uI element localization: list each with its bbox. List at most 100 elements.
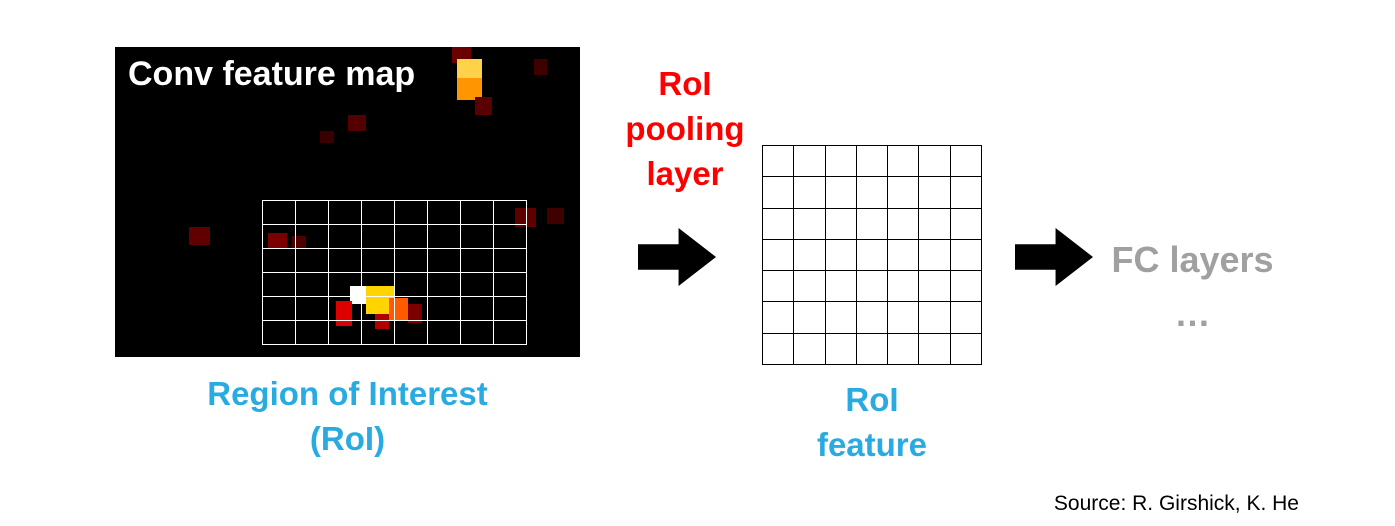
grid-cell <box>492 224 526 249</box>
grid-cell <box>459 200 493 225</box>
grid-cell <box>426 296 460 321</box>
grid-cell <box>887 301 919 333</box>
grid-cell <box>762 238 794 271</box>
grid-cell <box>918 238 950 271</box>
heatmap-spot <box>452 47 471 63</box>
grid-cell <box>426 248 460 273</box>
grid-cell <box>887 332 919 364</box>
heatmap-spot <box>407 304 422 323</box>
grid-cell <box>393 296 427 321</box>
grid-cell <box>793 145 825 177</box>
roi-feature-grid <box>762 145 982 365</box>
grid-cell <box>393 272 427 297</box>
conv-feature-map: Conv feature map <box>115 47 580 357</box>
grid-cell <box>824 207 856 239</box>
grid-cell <box>360 296 394 321</box>
arrow-right-icon <box>1015 228 1093 286</box>
conv-feature-map-title: Conv feature map <box>128 55 416 93</box>
grid-cell <box>918 176 950 208</box>
heatmap-spot <box>349 285 367 305</box>
roi-pooling-label-line2: pooling <box>625 109 745 147</box>
heatmap-spot <box>268 233 288 249</box>
grid-cell <box>949 176 981 208</box>
heatmap-spot <box>533 59 548 75</box>
grid-cell <box>762 176 794 208</box>
roi-pooling-label-line3: layer <box>646 154 724 192</box>
heatmap-spot <box>547 208 564 224</box>
grid-cell <box>824 332 856 364</box>
grid-cell <box>360 224 394 249</box>
grid-cell <box>459 272 493 297</box>
heatmap-spot <box>189 226 211 246</box>
heatmap-spot <box>347 115 367 131</box>
grid-cell <box>887 145 919 177</box>
roi-caption-line2: (RoI) <box>309 419 386 457</box>
roi-feature-caption-line1: RoI <box>845 381 899 418</box>
ellipsis-text: … <box>1174 293 1211 334</box>
heatmap-spot <box>319 130 334 144</box>
source-credit: Source: R. Girshick, K. He <box>1053 492 1299 515</box>
grid-cell <box>327 224 361 249</box>
grid-cell <box>426 200 460 225</box>
heatmap-spot <box>456 59 483 82</box>
grid-cell <box>824 238 856 271</box>
grid-cell <box>327 248 361 273</box>
grid-cell <box>492 320 526 345</box>
grid-cell <box>360 320 394 345</box>
roi-pooling-label: RoI pooling layer <box>595 62 775 197</box>
grid-cell <box>294 296 328 321</box>
grid-cell <box>360 248 394 273</box>
grid-cell <box>793 176 825 208</box>
grid-cell <box>261 272 295 297</box>
grid-cell <box>426 224 460 249</box>
grid-cell <box>824 270 856 302</box>
grid-cell <box>855 332 888 364</box>
grid-cell <box>918 145 950 177</box>
grid-cell <box>793 301 825 333</box>
grid-cell <box>360 200 394 225</box>
grid-cell <box>887 270 919 302</box>
heatmap-spot <box>335 301 353 326</box>
grid-cell <box>294 272 328 297</box>
fc-layers-label: FC layers … <box>1095 233 1290 341</box>
grid-cell <box>949 301 981 333</box>
grid-cell <box>261 248 295 273</box>
grid-cell <box>393 320 427 345</box>
grid-cell <box>762 301 794 333</box>
grid-cell <box>949 145 981 177</box>
heatmap-spot <box>456 78 483 100</box>
grid-cell <box>459 248 493 273</box>
grid-cell <box>855 176 888 208</box>
grid-cell <box>492 272 526 297</box>
grid-cell <box>793 238 825 271</box>
heatmap-spot <box>375 313 390 330</box>
grid-cell <box>887 207 919 239</box>
grid-cell <box>762 270 794 302</box>
grid-cell <box>492 248 526 273</box>
grid-cell <box>762 145 794 177</box>
grid-cell <box>949 238 981 271</box>
grid-cell <box>824 145 856 177</box>
roi-pooling-label-line1: RoI <box>658 65 712 102</box>
grid-cell <box>492 296 526 321</box>
grid-cell <box>393 200 427 225</box>
grid-cell <box>855 238 888 271</box>
grid-cell <box>459 296 493 321</box>
roi-feature-caption: RoI feature <box>742 378 1002 468</box>
grid-cell <box>327 200 361 225</box>
grid-cell <box>426 272 460 297</box>
heatmap-spot <box>475 96 492 116</box>
grid-cell <box>824 176 856 208</box>
arrow-right-icon <box>638 228 716 286</box>
roi-caption-line1: Region of Interest <box>207 375 488 412</box>
grid-cell <box>855 145 888 177</box>
fc-layers-text: FC layers <box>1111 239 1274 280</box>
grid-cell <box>327 296 361 321</box>
grid-cell <box>294 320 328 345</box>
grid-cell <box>855 270 888 302</box>
grid-cell <box>918 301 950 333</box>
heatmap-spot <box>514 208 536 227</box>
roi-grid-overlay <box>261 200 527 346</box>
grid-cell <box>793 207 825 239</box>
